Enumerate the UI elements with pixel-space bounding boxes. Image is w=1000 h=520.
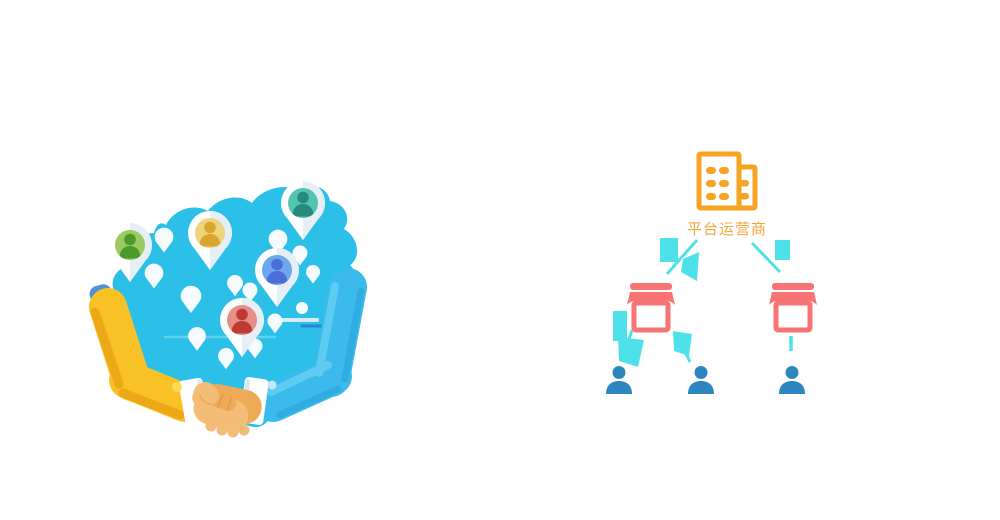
person-head (785, 366, 799, 379)
connector-lines (620, 239, 793, 363)
store-sign (630, 283, 672, 290)
connector-block (673, 331, 692, 356)
thumb (199, 382, 219, 404)
person-body (688, 381, 714, 394)
avatar (292, 191, 314, 217)
map-dot (296, 302, 308, 314)
handshake-map-illustration (89, 181, 367, 438)
connector-block (775, 240, 790, 260)
left-arm (89, 288, 204, 422)
store-awning (627, 292, 675, 305)
platform-structure-diagram: 平台运营商 (606, 151, 817, 394)
connector-chunks (613, 238, 790, 367)
person-icon-middle (688, 366, 714, 394)
location-pin-red (220, 298, 265, 357)
avatar (266, 258, 288, 284)
person-icon-left (606, 366, 632, 394)
right-arm (254, 268, 367, 422)
connector-operator-store-left (665, 239, 699, 275)
finger-bumps (205, 420, 250, 438)
building-windows (706, 167, 749, 200)
location-pin-blue (255, 248, 300, 307)
connector-block (681, 252, 699, 281)
handshake (89, 268, 367, 438)
store-body (631, 300, 671, 333)
location-pin-green (108, 223, 153, 282)
person-head (694, 366, 708, 379)
person-head (612, 366, 626, 379)
sleeve-button-yellow (172, 382, 182, 392)
connector-operator-store-right (750, 241, 782, 274)
sleeve-button-blue (267, 380, 277, 390)
location-pin-teal (281, 181, 326, 240)
store-sign (772, 283, 814, 290)
store-icon-right (769, 283, 817, 333)
store-body (773, 300, 813, 333)
avatar (231, 308, 253, 334)
person-body (606, 381, 632, 394)
operator-label: 平台运营商 (687, 221, 767, 238)
person-body (779, 381, 805, 394)
clasped-hands (192, 382, 262, 438)
avatar (199, 221, 221, 247)
connector-block (618, 337, 644, 367)
connector-block (613, 311, 627, 341)
avatar (119, 233, 141, 259)
connector-store-person-left (620, 329, 634, 362)
person-icon-right (779, 366, 805, 394)
store-icon-left (627, 283, 675, 333)
connector-block (660, 238, 678, 262)
location-pin-yellow (188, 211, 233, 270)
store-awning (769, 292, 817, 305)
connector-store-person-middle (682, 348, 692, 363)
